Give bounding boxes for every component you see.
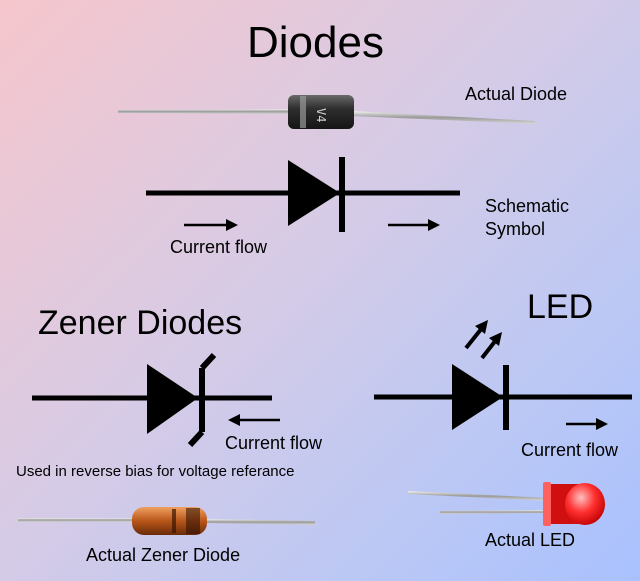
led-schematic-symbol [374,364,632,430]
page-title: Diodes [247,18,384,67]
diode-current-arrow-right [388,219,440,231]
zener-title: Zener Diodes [38,304,243,342]
led-title: LED [527,288,594,326]
actual-diode-image: V4 B [118,95,535,137]
zener-current-arrow [228,414,280,426]
zener-schematic-symbol [32,352,272,448]
actual-zener-image [18,507,315,535]
schematic-label-line1: Schematic [485,196,570,216]
actual-led-image [408,482,605,526]
led-current-arrow [566,418,608,430]
zener-note: Used in reverse bias for voltage referan… [16,463,295,480]
schematic-label-line2: Symbol [485,219,546,239]
zener-current-flow-label: Current flow [225,433,323,453]
diode-current-flow-label: Current flow [170,237,268,257]
led-current-flow-label: Current flow [521,440,619,460]
actual-diode-label: Actual Diode [465,84,568,104]
diode-current-arrow-left [184,219,238,231]
diode-marking: V4 B [314,108,328,137]
actual-zener-label: Actual Zener Diode [86,545,241,565]
actual-led-label: Actual LED [485,530,576,550]
led-light-rays-icon [464,320,502,360]
diode-schematic-symbol [146,157,460,232]
